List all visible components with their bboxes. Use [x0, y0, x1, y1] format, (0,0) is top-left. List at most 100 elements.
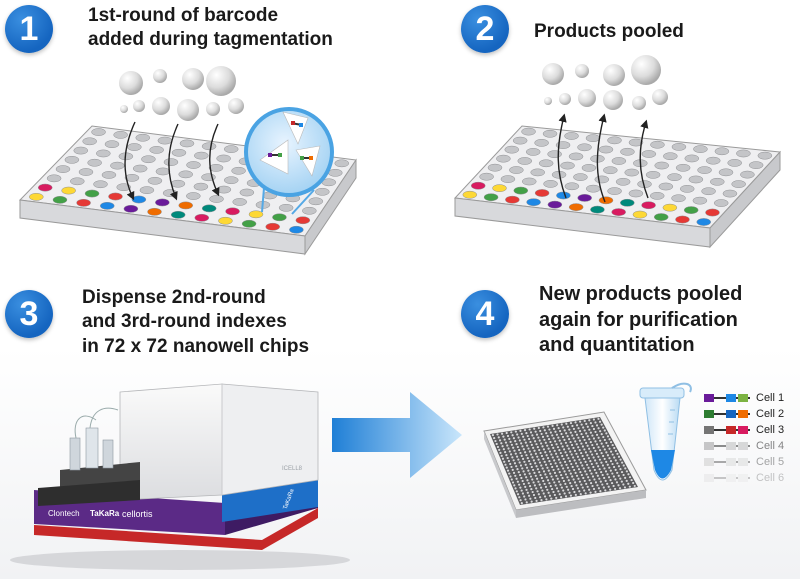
plate-well: [223, 145, 239, 153]
plate-well: [96, 149, 111, 158]
nanowell: [574, 440, 577, 443]
plate-well: [697, 166, 712, 174]
plate-well: [91, 128, 106, 136]
nanowell: [594, 481, 598, 484]
plate-well: [265, 222, 280, 231]
nanowell: [592, 487, 596, 491]
pool-arrows-2: [557, 113, 649, 203]
nanowell: [568, 428, 571, 431]
nanowell: [552, 437, 555, 440]
nanowell: [553, 481, 556, 484]
nanowell: [558, 449, 561, 452]
plate-well: [671, 194, 686, 203]
plate-well: [308, 197, 324, 206]
nanowell: [564, 451, 567, 454]
nanowell: [571, 465, 574, 469]
nanowell: [590, 462, 593, 466]
plate-well: [701, 187, 716, 196]
nanowell: [622, 483, 625, 486]
nanowell: [566, 425, 569, 428]
nanowell: [549, 462, 552, 466]
nanowell: [544, 451, 547, 454]
nanowell: [591, 424, 594, 428]
plate-well: [568, 203, 584, 211]
nanowell: [557, 427, 560, 430]
nanowell: [620, 480, 623, 483]
plate-well: [683, 206, 699, 214]
nanowell: [587, 476, 590, 479]
nanowell: [525, 466, 529, 469]
instrument-product-label: cellortis: [122, 509, 153, 519]
nanowell: [536, 446, 539, 449]
nanowell: [585, 432, 588, 435]
barcode-swatch: [704, 457, 750, 467]
nanowell: [530, 487, 533, 491]
nanowell: [541, 435, 545, 438]
plate-well: [110, 161, 125, 170]
nanowell: [586, 444, 589, 447]
nanowell: [551, 434, 554, 437]
nanowell: [535, 477, 539, 480]
nanowell: [597, 427, 600, 430]
plate-well: [675, 215, 690, 224]
nanowell: [606, 444, 610, 447]
nanowell: [549, 472, 552, 475]
legend-label: Cell 5: [756, 456, 785, 468]
barcode-swatch: [704, 473, 750, 483]
nanowell: [561, 435, 565, 439]
nanowell: [585, 463, 589, 466]
plate-well: [201, 142, 217, 151]
nanowell: [541, 467, 544, 470]
plate-well: [157, 136, 173, 145]
nanowell: [548, 494, 552, 497]
nanowell: [601, 473, 604, 477]
nanowell: [498, 448, 501, 452]
step-2-number: 2: [475, 9, 495, 48]
nanowell: [503, 438, 506, 441]
nanowell: [559, 461, 562, 464]
nanowell: [540, 499, 543, 502]
nanowell: [592, 456, 595, 459]
nanowell: [549, 440, 552, 444]
nanowell: [590, 472, 593, 475]
nanowell: [504, 451, 507, 454]
plate-well: [598, 196, 614, 205]
instrument-brand-label-2: TaKaRa: [90, 509, 120, 518]
nanowell: [594, 421, 597, 424]
step-1-title: 1st-round of barcode added during tagmen…: [88, 4, 333, 53]
nanowell: [569, 421, 573, 425]
nanowell: [528, 459, 531, 463]
plate-well: [46, 174, 62, 183]
nanowell: [514, 487, 517, 490]
nanowell: [526, 491, 529, 494]
nanowell: [540, 442, 543, 445]
nanowell: [571, 434, 574, 437]
nanowell: [519, 486, 522, 489]
nanowell: [528, 428, 531, 431]
step-2-badge: 2: [461, 5, 509, 53]
nanowell: [518, 483, 521, 486]
plate-well: [577, 143, 592, 152]
plate-well: [289, 225, 304, 234]
nanowell: [583, 479, 586, 483]
nanowell: [565, 485, 568, 488]
plate-well: [628, 189, 644, 198]
nanowell: [528, 485, 532, 488]
plate-well: [603, 166, 618, 175]
step-1-line-1: 1st-round of barcode: [88, 5, 279, 26]
nanowell: [549, 485, 552, 488]
nanowell: [606, 454, 609, 457]
nanowell: [496, 445, 500, 449]
plate-well: [650, 140, 665, 149]
plate-well: [624, 168, 639, 177]
nanowell: [553, 471, 557, 474]
nanowell: [598, 477, 601, 480]
nanowell: [570, 443, 574, 447]
nanowell: [552, 468, 555, 472]
nanowell: [603, 457, 606, 461]
plate-well: [70, 177, 85, 186]
nanowell: [520, 476, 523, 480]
nanowell: [538, 471, 541, 474]
nanowell: [529, 440, 532, 444]
nanowell: [585, 422, 588, 425]
